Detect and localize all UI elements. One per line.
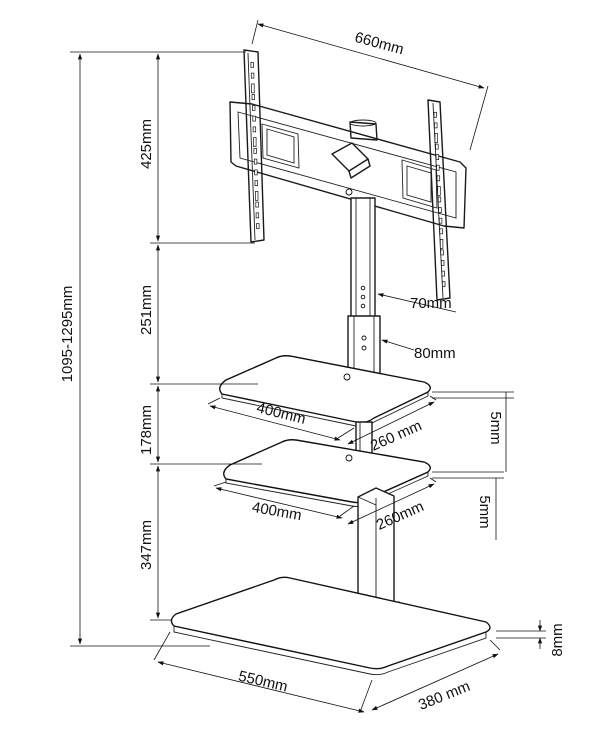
rail-slot: [251, 94, 255, 100]
column-sleeve: [347, 315, 381, 375]
label-base-width: 550mm: [237, 668, 290, 696]
label-column-lower-width: 80mm: [414, 345, 456, 362]
label-base-thickness: 8mm: [549, 623, 566, 656]
rail-slot: [433, 111, 437, 118]
label-base-depth: 380 mm: [416, 678, 473, 714]
rail-slot: [254, 180, 258, 186]
rail-slot: [436, 164, 440, 171]
lower-glass-shelf: [223, 439, 431, 507]
label-lower-shelf-thickness: 5mm: [476, 495, 493, 528]
rail-slot: [255, 201, 259, 208]
glass-base: [170, 576, 491, 676]
rail-slot: [437, 196, 442, 203]
rail-slot: [438, 217, 443, 224]
rail-slot: [442, 281, 446, 288]
rail-slot: [252, 126, 257, 133]
label-total-height: 1095-1295mm: [59, 286, 76, 383]
rail-slot: [255, 212, 260, 219]
label-column-height: 251mm: [138, 285, 155, 335]
rail-slot: [250, 72, 255, 79]
rail-slot: [440, 249, 444, 256]
label-column-width: 70mm: [410, 295, 452, 312]
rail-slot: [253, 148, 257, 154]
label-mount-height: 425mm: [138, 119, 155, 169]
label-lower-shelf-width: 400mm: [251, 499, 303, 524]
label-mount-width: 660mm: [353, 29, 406, 58]
rail-slot: [439, 239, 444, 249]
rail-slot: [255, 191, 259, 201]
rail-slot: [254, 169, 258, 176]
rail-slot: [435, 143, 439, 150]
tv-mount-bracket: [229, 49, 467, 301]
upper-glass-shelf: [219, 355, 431, 427]
rail-slot: [434, 133, 438, 143]
rail-slot: [256, 223, 260, 229]
label-lower-height: 347mm: [138, 520, 155, 570]
rail-slot: [250, 62, 254, 68]
rail-slot: [437, 186, 441, 196]
rail-slot: [441, 270, 445, 277]
rail-slot: [252, 105, 256, 111]
label-upper-shelf-depth: 260 mm: [368, 417, 424, 455]
mount-rail-holes: [250, 62, 446, 288]
label-shelf-gap: 178mm: [138, 405, 155, 455]
rail-slot: [436, 175, 441, 182]
rail-slot: [251, 83, 255, 94]
rail-slot: [438, 207, 442, 213]
dimension-lines: [70, 19, 546, 713]
upper-column: [350, 197, 376, 321]
rail-slot: [439, 228, 443, 235]
rail-slot: [434, 122, 438, 129]
rail-slot: [253, 158, 258, 165]
rail-slot: [441, 260, 445, 266]
rail-slot: [435, 154, 440, 160]
rail-slot: [252, 115, 256, 122]
label-upper-shelf-thickness: 5mm: [487, 411, 504, 444]
rail-slot: [253, 137, 257, 147]
